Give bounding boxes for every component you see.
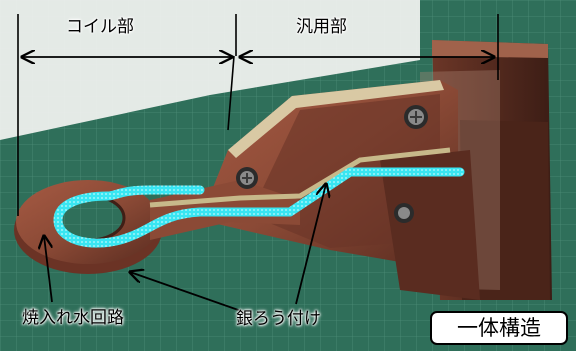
brazing-seam — [149, 147, 451, 208]
arrow-icon — [44, 236, 53, 303]
section-boundary-lower — [227, 55, 235, 131]
quench-water-label: 焼入れ水回路 — [22, 308, 124, 328]
bolt-icon — [404, 105, 428, 129]
bolt-icon — [394, 203, 414, 223]
coil-section-label: コイル部 — [66, 17, 134, 37]
silver-brazing-label: 銀ろう付け — [236, 309, 321, 329]
one-piece-badge: 一体構造 — [430, 311, 568, 345]
arrow-icon — [295, 184, 326, 305]
arrow-icon — [130, 272, 245, 313]
water-channel — [53, 167, 465, 248]
general-section-label: 汎用部 — [296, 17, 347, 37]
bolt-icon — [236, 167, 258, 189]
